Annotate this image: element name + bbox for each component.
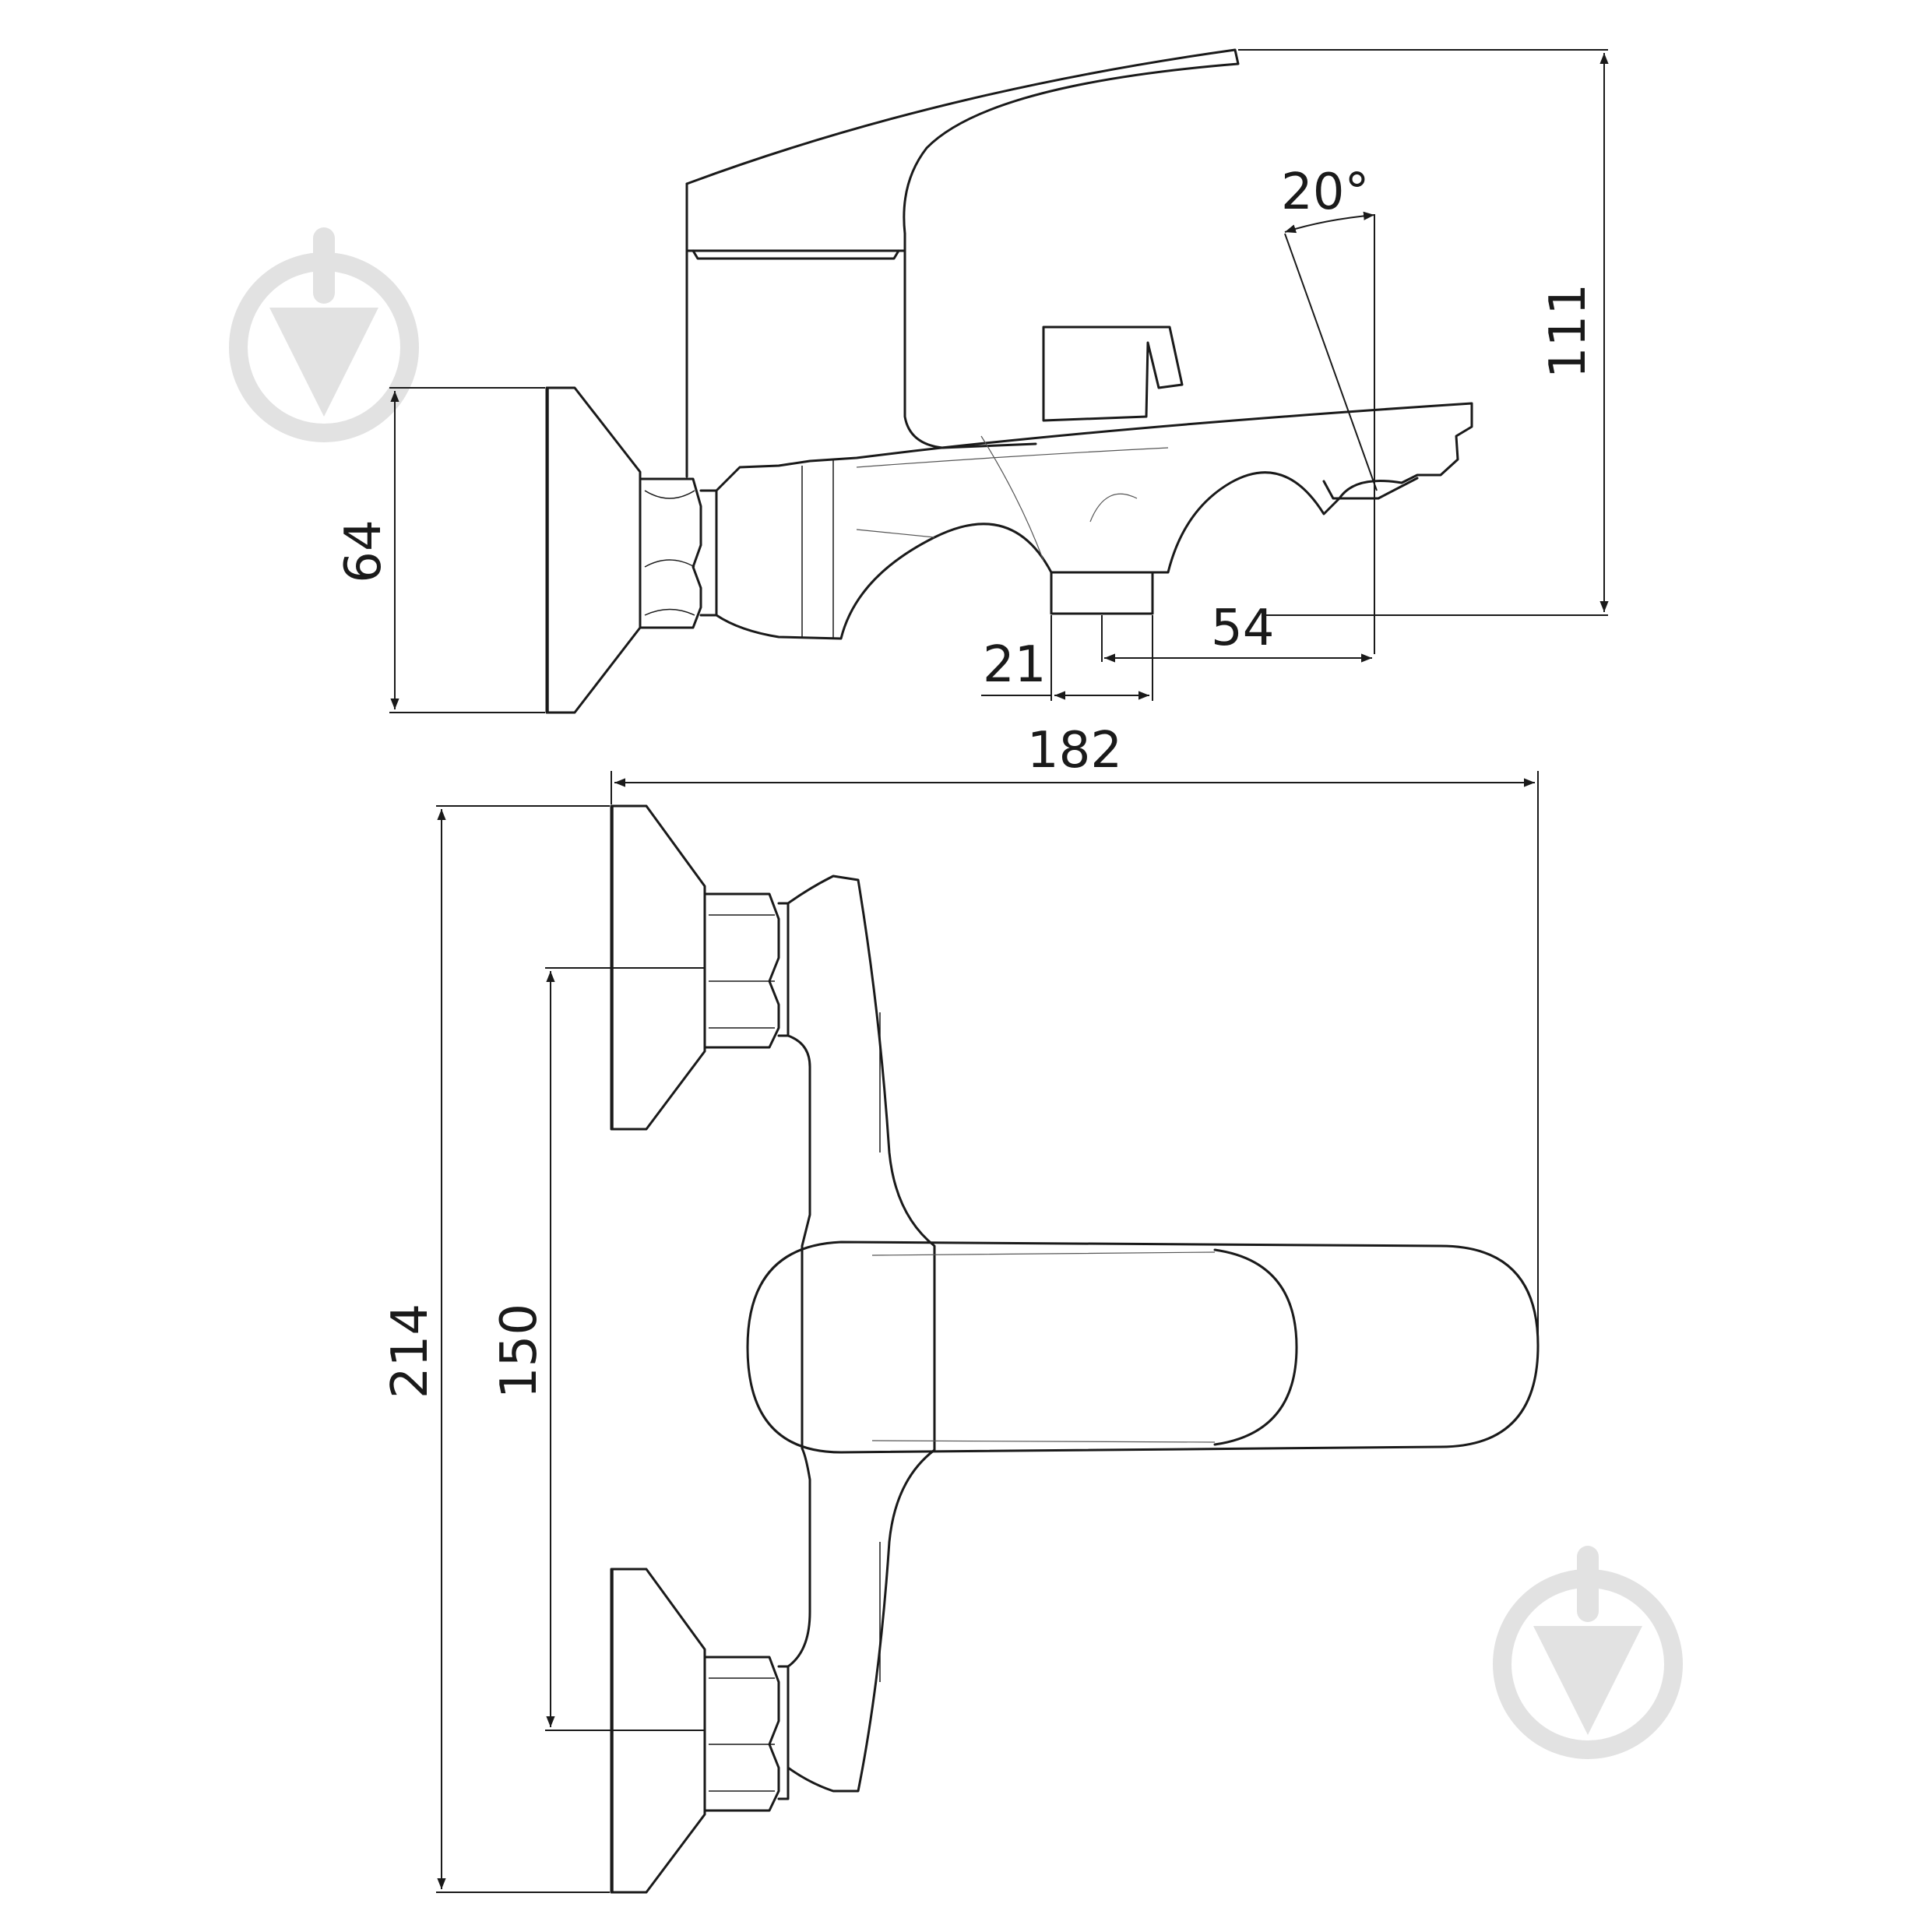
dim-overall-width: 182 bbox=[611, 722, 1539, 1343]
dim-inlet-spacing-label: 150 bbox=[491, 1304, 548, 1399]
front-hex-nut-bottom bbox=[703, 1656, 790, 1812]
side-wall-flange bbox=[545, 386, 642, 714]
front-lever-handle bbox=[746, 1240, 1540, 1454]
dim-height-total-label: 111 bbox=[1540, 283, 1597, 378]
dim-overall-height: 214 bbox=[382, 805, 610, 1893]
dim-outlet-diameter-label: 21 bbox=[983, 636, 1046, 694]
side-diverter-knob bbox=[1042, 326, 1184, 422]
side-hex-nut bbox=[639, 477, 718, 629]
dimensions: 111 20° 54 21 64 bbox=[335, 49, 1609, 1893]
dim-flange-height: 64 bbox=[335, 387, 545, 713]
dim-reach-label: 54 bbox=[1211, 600, 1274, 657]
dim-spout-angle: 20° bbox=[1281, 164, 1378, 654]
side-outlet-nozzle bbox=[1050, 571, 1154, 615]
side-aerator bbox=[1322, 477, 1419, 500]
dim-flange-height-label: 64 bbox=[335, 519, 392, 582]
dim-overall-width-label: 182 bbox=[1027, 722, 1122, 779]
front-hex-nut-top bbox=[703, 892, 790, 1049]
dim-reach: 54 bbox=[1101, 600, 1372, 663]
front-valve-body bbox=[787, 875, 936, 1793]
side-spout-body bbox=[715, 402, 1473, 640]
side-view bbox=[545, 48, 1473, 714]
side-lever-handle bbox=[685, 48, 1240, 449]
dim-overall-height-label: 214 bbox=[382, 1304, 439, 1399]
front-view bbox=[610, 804, 1540, 1894]
dim-spout-angle-label: 20° bbox=[1281, 164, 1369, 221]
watermark-drop-logo-icon-top bbox=[229, 227, 419, 442]
dim-outlet-diameter: 21 bbox=[981, 615, 1153, 701]
watermark-drop-logo-icon-bottom bbox=[1493, 1546, 1683, 1759]
dim-inlet-spacing: 150 bbox=[491, 967, 705, 1731]
dim-height-total: 111 bbox=[1238, 49, 1609, 616]
